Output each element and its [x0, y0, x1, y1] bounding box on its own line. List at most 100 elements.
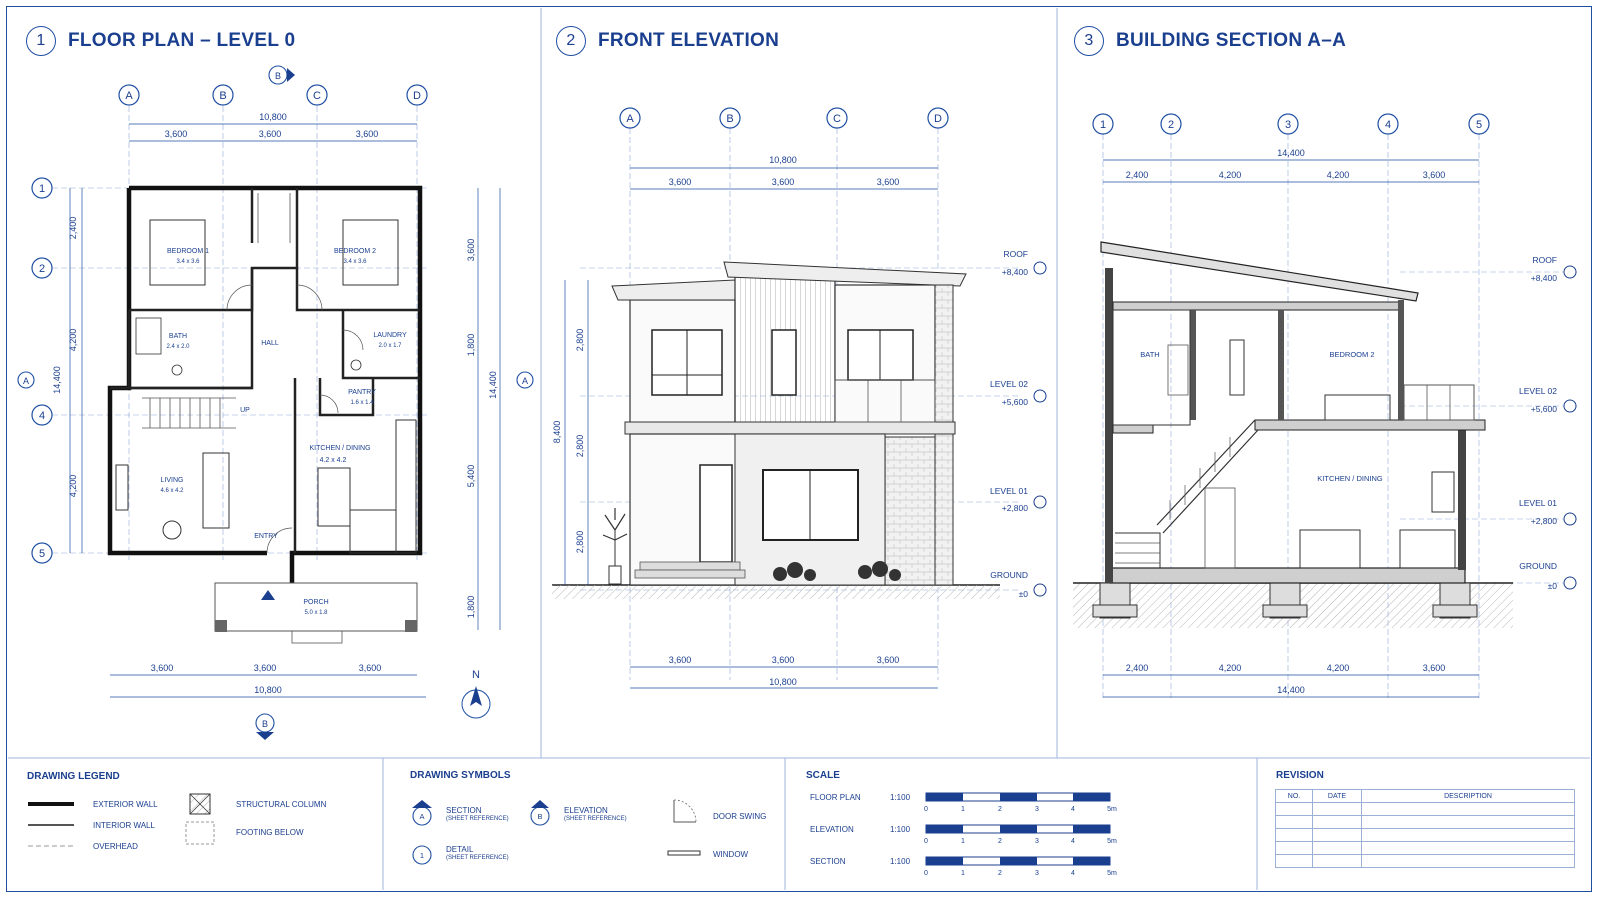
fp-grid-col-d: D — [413, 90, 421, 102]
scale-sec-tick-1: 1 — [961, 870, 965, 877]
fe-grid-col-a: A — [626, 113, 634, 125]
revision-col-description: DESCRIPTION — [1361, 789, 1575, 803]
legend-title: DRAWING LEGEND — [27, 771, 120, 782]
scale-fp-tick-4: 4 — [1071, 806, 1075, 813]
symbols-title: DRAWING SYMBOLS — [410, 770, 511, 781]
room-bedroom1-size: 3.4 x 3.6 — [176, 259, 200, 265]
fp-elevation-marker-left: A — [23, 376, 29, 386]
symbol-detail-label: DETAIL — [446, 845, 474, 854]
sec-dim-top-bay-1: 2,400 — [1126, 170, 1149, 180]
fe-grid-col-b: B — [726, 113, 733, 125]
scale-sec-tick-4: 4 — [1071, 870, 1075, 877]
room-bath-name: BATH — [169, 333, 187, 340]
section-title: 3 BUILDING SECTION A–A — [1074, 26, 1346, 56]
room-porch-size: 5.0 x 1.8 — [304, 610, 328, 616]
symbol-section-label: SECTION — [446, 806, 482, 815]
floor-plan-title-text: FLOOR PLAN – LEVEL 0 — [68, 30, 296, 51]
revision-row — [1275, 828, 1575, 842]
fe-dim-bottom-bay-3: 3,600 — [877, 655, 900, 665]
symbol-window: WINDOW — [713, 850, 749, 859]
scale-fp-tick-3: 3 — [1035, 806, 1039, 813]
scale-bar-elevation — [925, 824, 1111, 834]
scale-el-tick-2: 2 — [998, 838, 1002, 845]
fe-dim-height-1: 2,800 — [575, 329, 585, 352]
fp-dim-left-1: 2,400 — [68, 217, 78, 240]
sec-level-roof-value: +8,400 — [1531, 273, 1558, 283]
symbol-detail-sub: (SHEET REFERENCE) — [446, 855, 509, 861]
room-bedroom2-size: 3.4 x 3.6 — [343, 259, 367, 265]
fe-grid-col-d: D — [934, 113, 942, 125]
symbol-elevation-marker: B — [537, 812, 542, 821]
room-hall-name: HALL — [261, 340, 279, 347]
room-pantry-size: 1.6 x 1.4 — [350, 400, 374, 406]
fe-dim-height-3: 2,800 — [575, 531, 585, 554]
fe-level-roof-value: +8,400 — [1002, 267, 1029, 277]
scale-el-tick-3: 3 — [1035, 838, 1039, 845]
fp-grid-row-2: 2 — [39, 263, 45, 275]
room-bedroom1-name: BEDROOM 1 — [167, 248, 209, 255]
fp-dim-bottom-bay-1: 3,600 — [151, 663, 174, 673]
front-elevation-drawing — [552, 128, 1047, 689]
floor-plan-col-grid — [118, 84, 428, 106]
sec-level-ground-name: GROUND — [1519, 561, 1557, 571]
symbol-elevation-sub: (SHEET REFERENCE) — [564, 816, 627, 822]
scale-bars — [925, 792, 1111, 866]
revision-row — [1275, 802, 1575, 816]
sec-level-02-name: LEVEL 02 — [1519, 386, 1557, 396]
fp-dim-overall-bottom: 10,800 — [254, 685, 282, 695]
sec-dim-top-bay-2: 4,200 — [1219, 170, 1242, 180]
fp-section-marker-top: B — [275, 71, 281, 81]
revision-row — [1275, 854, 1575, 868]
fp-section-marker-bottom: B — [262, 719, 268, 729]
section-title-text: BUILDING SECTION A–A — [1116, 30, 1347, 51]
scale-section-ratio: 1:100 — [890, 857, 911, 866]
room-laundry-size: 2.0 x 1.7 — [378, 343, 402, 349]
fe-grid-col-c: C — [833, 113, 841, 125]
fe-dim-bottom-bay-2: 3,600 — [772, 655, 795, 665]
fp-dim-right-1: 3,600 — [466, 239, 476, 262]
sec-grid-3: 3 — [1285, 119, 1291, 131]
scale-floor-plan-label: FLOOR PLAN — [810, 793, 861, 802]
fe-level-ground-value: ±0 — [1019, 589, 1029, 599]
room-living-size: 4.6 x 4.2 — [160, 488, 184, 494]
section-drawing — [1073, 134, 1580, 700]
symbol-detail-marker: 1 — [420, 851, 424, 860]
scale-floor-plan-ratio: 1:100 — [890, 793, 911, 802]
front-elevation-title-text: FRONT ELEVATION — [598, 30, 780, 51]
legend-structural-column: STRUCTURAL COLUMN — [236, 800, 327, 809]
fp-dim-top-bay-3: 3,600 — [356, 129, 379, 139]
scale-fp-tick-2: 2 — [998, 806, 1002, 813]
fp-dim-bottom-bay-2: 3,600 — [254, 663, 277, 673]
fe-level-02-name: LEVEL 02 — [990, 379, 1028, 389]
sec-level-01-name: LEVEL 01 — [1519, 498, 1557, 508]
scale-el-tick-0: 0 — [924, 838, 928, 845]
revision-col-no: NO. — [1275, 789, 1313, 803]
scale-fp-tick-5: 5m — [1107, 806, 1117, 813]
room-kitchen-name: KITCHEN / DINING — [309, 445, 370, 452]
fp-north-label: N — [472, 669, 480, 681]
fe-dim-top-bay-2: 3,600 — [772, 177, 795, 187]
fe-level-01-name: LEVEL 01 — [990, 486, 1028, 496]
fp-dim-left-3: 4,200 — [68, 475, 78, 498]
fp-grid-col-b: B — [219, 90, 226, 102]
sec-room-bath: BATH — [1140, 350, 1159, 359]
scale-sec-tick-5: 5m — [1107, 870, 1117, 877]
sec-dim-bottom-bay-2: 4,200 — [1219, 663, 1242, 673]
fp-dim-bottom-bay-3: 3,600 — [359, 663, 382, 673]
scale-bar-section — [925, 856, 1111, 866]
revision-row — [1275, 841, 1575, 855]
fp-elevation-marker-right: A — [522, 376, 528, 386]
scale-el-tick-5: 5m — [1107, 838, 1117, 845]
fp-dim-right-3: 5,400 — [466, 465, 476, 488]
fp-dim-top-bay-2: 3,600 — [259, 129, 282, 139]
room-laundry-name: LAUNDRY — [373, 332, 407, 339]
sec-dim-top-bay-3: 4,200 — [1327, 170, 1350, 180]
sec-grid-2: 2 — [1168, 119, 1174, 131]
symbol-section-sub: (SHEET REFERENCE) — [446, 816, 509, 822]
room-bath-size: 2.4 x 2.0 — [166, 344, 190, 350]
scale-sec-tick-0: 0 — [924, 870, 928, 877]
fp-grid-row-1: 1 — [39, 183, 45, 195]
sec-grid-5: 5 — [1476, 119, 1482, 131]
fe-dim-height-total: 8,400 — [552, 421, 562, 444]
